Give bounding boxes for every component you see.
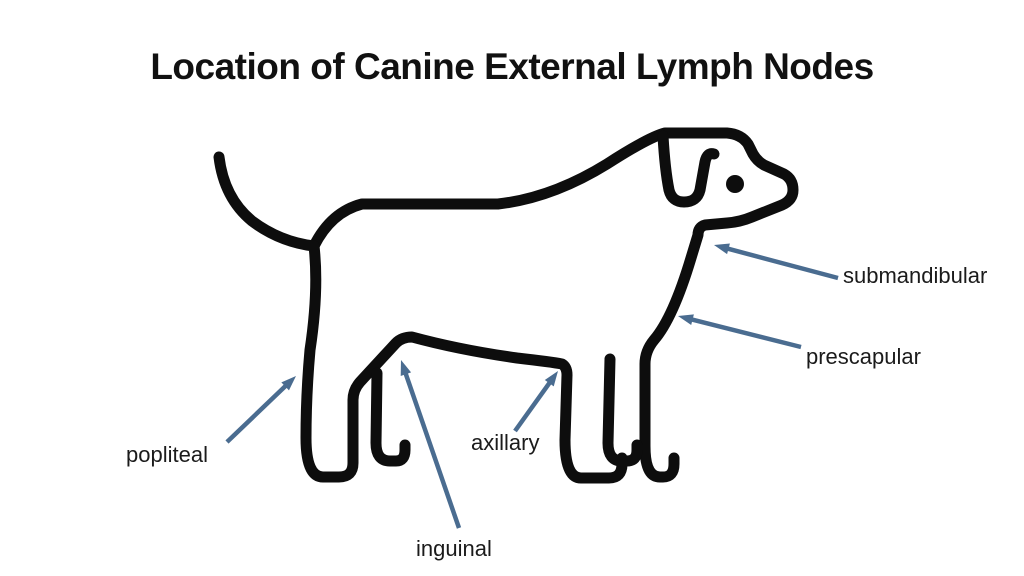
dog-far-hind-leg-path (370, 367, 411, 467)
arrow-submandibular (714, 243, 839, 281)
dog-far-front-leg-path (602, 353, 643, 467)
arrow-inguinal (400, 360, 462, 529)
dog-eye-dot (726, 175, 744, 193)
arrow-popliteal (225, 376, 296, 444)
label-prescapular: prescapular (806, 344, 921, 369)
annotation-arrows (225, 243, 839, 529)
arrow-axillary (513, 371, 558, 433)
dog-outline-illustration (213, 127, 799, 484)
label-submandibular: submandibular (843, 263, 988, 288)
dog-back-head-chest-path (308, 127, 799, 483)
dog-ear-path (657, 130, 720, 208)
dog-tail-hindquarters-belly-path (213, 151, 628, 484)
label-inguinal: inguinal (416, 536, 492, 561)
page-title: Location of Canine External Lymph Nodes (150, 46, 874, 87)
arrow-prescapular (678, 314, 802, 350)
label-popliteal: popliteal (126, 442, 208, 467)
label-axillary: axillary (471, 430, 540, 455)
